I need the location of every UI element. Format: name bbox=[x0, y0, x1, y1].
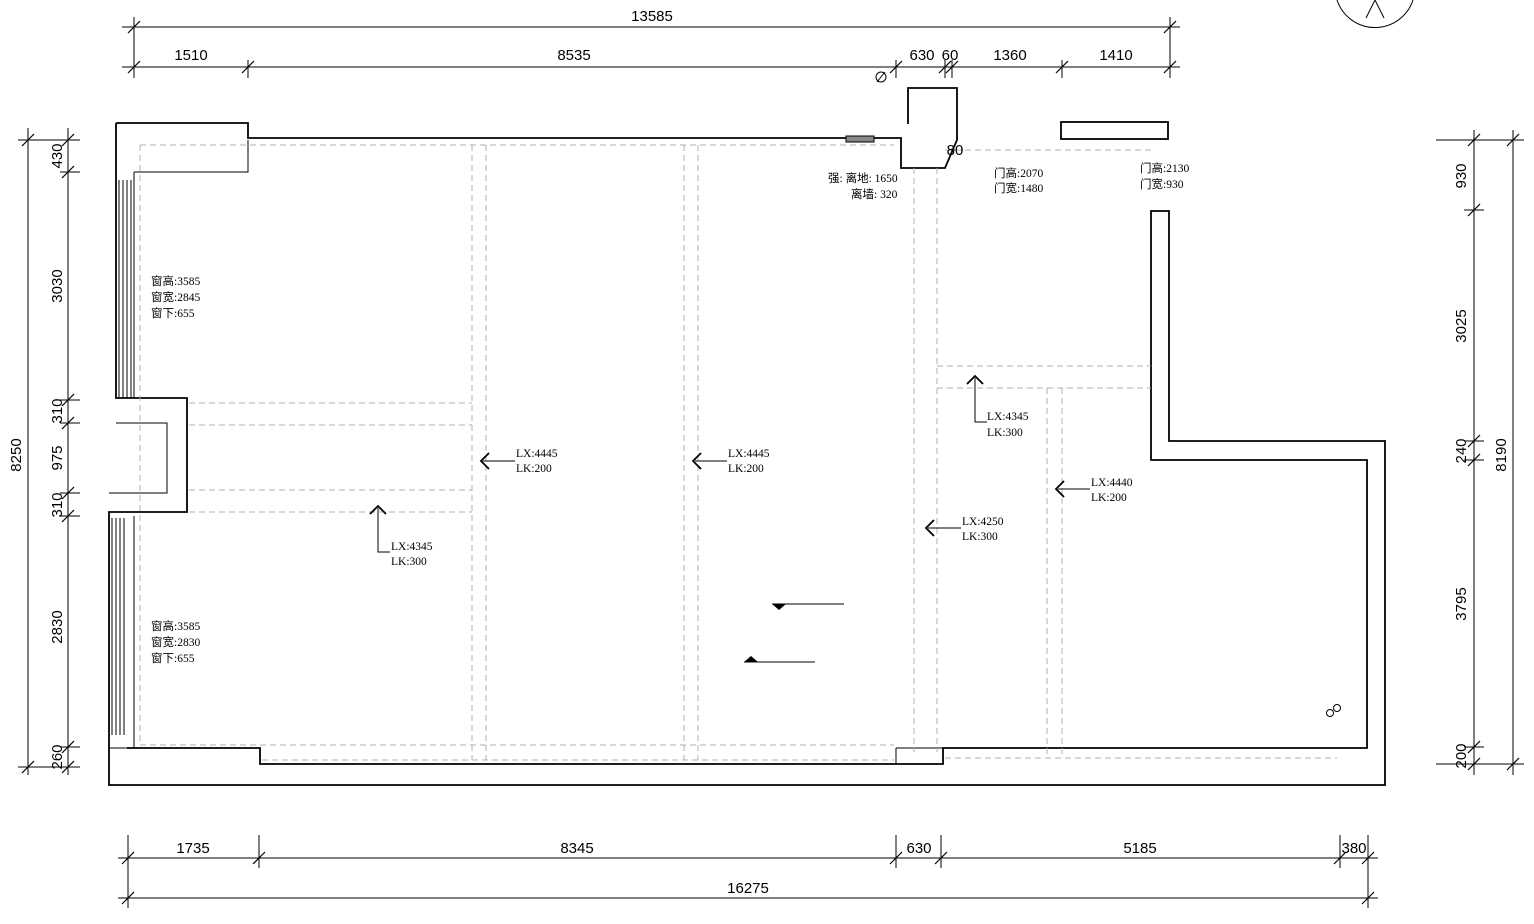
beam-dashed-lines bbox=[139, 144, 1337, 761]
dim-top-6: 1410 bbox=[1099, 47, 1132, 64]
dim-left-1: 430 bbox=[49, 143, 66, 168]
top-dimension-lines bbox=[122, 17, 1180, 78]
window-2-height: 窗高:3585 bbox=[151, 619, 200, 633]
svg-text:LX:4250: LX:4250 bbox=[962, 516, 1004, 528]
dim-right-5: 200 bbox=[1453, 743, 1470, 768]
door-1-height: 门高:2070 bbox=[994, 166, 1043, 180]
svg-text:LK:300: LK:300 bbox=[391, 556, 427, 568]
wall-pier bbox=[109, 422, 943, 764]
electric-box-marker bbox=[845, 135, 875, 143]
outer-wall bbox=[108, 123, 1386, 786]
north-arrow-icon bbox=[1336, 0, 1414, 29]
dim-bottom-4: 5185 bbox=[1123, 840, 1156, 857]
beam-callout-3: LX:4445 LK:200 bbox=[691, 448, 770, 475]
svg-text:LX:4445: LX:4445 bbox=[728, 448, 770, 460]
svg-text:LK:300: LK:300 bbox=[987, 427, 1023, 439]
dim-bottom-5: 380 bbox=[1341, 840, 1366, 857]
dim-notch: 80 bbox=[947, 142, 964, 159]
beam-callout-1: LX:4345 LK:300 bbox=[369, 504, 433, 568]
electric-box-line2: 离墙: 320 bbox=[851, 187, 898, 201]
svg-text:LX:4345: LX:4345 bbox=[987, 411, 1029, 423]
svg-text:LX:4345: LX:4345 bbox=[391, 541, 433, 553]
dim-left-4: 975 bbox=[49, 445, 66, 470]
dim-left-2: 3030 bbox=[49, 269, 66, 302]
door-2-height: 门高:2130 bbox=[1140, 161, 1189, 175]
beam-callout-6: LX:4440 LK:200 bbox=[1054, 477, 1133, 504]
dim-right-4: 3795 bbox=[1453, 587, 1470, 620]
svg-text:LK:200: LK:200 bbox=[1091, 492, 1127, 504]
window-1-sill: 窗下:655 bbox=[151, 306, 195, 320]
beam-callout-4: LX:4345 LK:300 bbox=[966, 374, 1029, 439]
dim-bottom-3: 630 bbox=[906, 840, 931, 857]
dim-top-3: 630 bbox=[909, 47, 934, 64]
window-1-width: 窗宽:2845 bbox=[151, 290, 200, 304]
bottom-dimension-lines bbox=[118, 835, 1378, 908]
dim-top-2: 8535 bbox=[557, 47, 590, 64]
dim-left-6: 2830 bbox=[49, 610, 66, 643]
svg-text:LX:4445: LX:4445 bbox=[516, 448, 558, 460]
dim-right-1: 930 bbox=[1453, 163, 1470, 188]
dim-right-2: 3025 bbox=[1453, 309, 1470, 342]
dim-bottom-total: 16275 bbox=[727, 880, 769, 897]
electric-box-line1: 强: 离地: 1650 bbox=[828, 171, 898, 185]
dim-right-3: 240 bbox=[1453, 438, 1470, 463]
left-dimension-lines bbox=[18, 128, 80, 775]
dim-left-7: 260 bbox=[49, 744, 66, 769]
door-lintel-block bbox=[1060, 121, 1169, 140]
svg-text:LX:4440: LX:4440 bbox=[1091, 477, 1133, 489]
right-dimension-lines bbox=[1436, 130, 1524, 775]
door-1-width: 门宽:1480 bbox=[994, 181, 1043, 195]
inner-wall-left-edge bbox=[109, 140, 249, 749]
door-2-width: 门宽:930 bbox=[1140, 177, 1184, 191]
dim-right-total: 8190 bbox=[1493, 438, 1510, 471]
dim-left-3: 310 bbox=[49, 398, 66, 423]
svg-text:LK:200: LK:200 bbox=[728, 463, 764, 475]
window-2-sill: 窗下:655 bbox=[151, 651, 195, 665]
window-left-upper bbox=[118, 180, 132, 398]
dim-bottom-1: 1735 bbox=[176, 840, 209, 857]
beam-callout-5: LX:4250 LK:300 bbox=[924, 516, 1004, 543]
outlet-icon bbox=[1326, 704, 1341, 717]
window-1-height: 窗高:3585 bbox=[151, 274, 200, 288]
dim-bottom-2: 8345 bbox=[560, 840, 593, 857]
dim-top-total: 13585 bbox=[631, 8, 673, 25]
svg-text:LK:300: LK:300 bbox=[962, 531, 998, 543]
svg-text:LK:200: LK:200 bbox=[516, 463, 552, 475]
gas-pipe-icon bbox=[875, 71, 887, 83]
dim-left-total: 8250 bbox=[8, 438, 25, 471]
dim-top-5: 1360 bbox=[993, 47, 1026, 64]
dim-top-4: 60 bbox=[942, 47, 959, 64]
dim-left-5: 310 bbox=[49, 492, 66, 517]
window-2-width: 窗宽:2830 bbox=[151, 635, 200, 649]
dim-top-1: 1510 bbox=[174, 47, 207, 64]
beam-callout-2: LX:4445 LK:200 bbox=[479, 448, 558, 475]
wall-markers bbox=[744, 603, 844, 663]
inner-wall-top bbox=[116, 87, 958, 169]
window-left-lower bbox=[111, 518, 125, 735]
